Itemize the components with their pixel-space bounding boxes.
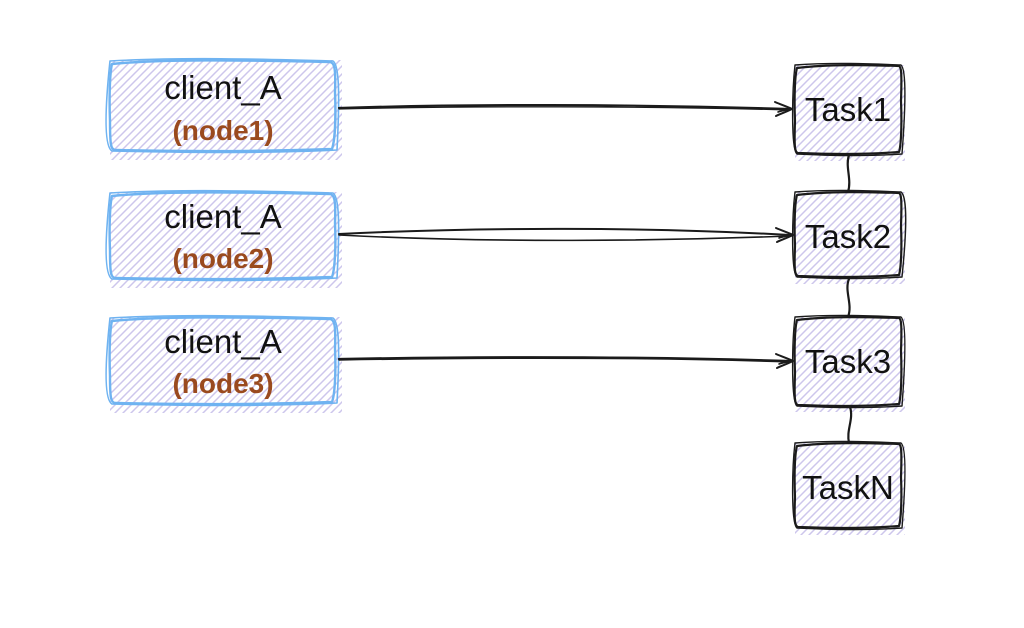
task-box-fill — [795, 65, 905, 161]
arrow-line — [337, 356, 792, 363]
task-box-outline-sketch — [791, 440, 906, 531]
task-box-outline-sketch — [791, 62, 906, 157]
arrowhead — [775, 353, 794, 369]
client-name-label: client_A — [164, 323, 281, 360]
task-box-outline — [793, 316, 903, 408]
client-node-label: (node3) — [172, 368, 273, 399]
client-box-fill — [110, 192, 342, 288]
arrow-line-sketch — [338, 234, 791, 242]
client-box-outline-sketch — [105, 57, 340, 154]
task-box-outline — [793, 64, 903, 156]
task-label: Task1 — [805, 91, 891, 128]
task-connector-2-3 — [846, 277, 851, 319]
client-box-outline — [108, 59, 337, 153]
connector-line — [846, 153, 851, 194]
client-box-outline-sketch — [105, 189, 340, 282]
client-box-node2: client_A (node2) — [105, 189, 342, 288]
task-box-fill — [795, 443, 905, 535]
task-box-3: Task3 — [791, 314, 906, 412]
client-node-label: (node1) — [172, 115, 273, 146]
task-connector-1-2 — [846, 153, 851, 194]
arrow-line-sketch — [338, 357, 791, 363]
task-box-outline-sketch — [791, 314, 906, 409]
client-box-fill — [110, 317, 342, 413]
task-box-fill — [795, 317, 905, 412]
task-label: Task2 — [805, 218, 891, 255]
task-box-1: Task1 — [791, 62, 906, 161]
client-name-label: client_A — [164, 69, 281, 106]
client-box-node3: client_A (node3) — [105, 314, 342, 413]
arrow-node1-task1 — [337, 101, 793, 117]
client-box-outline — [108, 316, 337, 406]
connector-line — [847, 405, 853, 445]
task-box-outline-sketch — [791, 189, 907, 280]
arrow-line-sketch — [338, 106, 790, 111]
task-box-2: Task2 — [791, 189, 907, 284]
arrow-line — [338, 227, 791, 236]
task-box-outline — [793, 191, 903, 279]
task-connector-3-n — [847, 405, 853, 445]
arrowhead-sketch — [777, 108, 792, 113]
client-box-outline — [108, 191, 337, 281]
client-box-outline-sketch — [105, 314, 340, 407]
arrowhead-sketch — [778, 234, 793, 239]
task-label: Task3 — [805, 343, 891, 380]
client-box-fill — [110, 60, 342, 160]
connector-line — [846, 277, 851, 319]
client-name-label: client_A — [164, 198, 281, 235]
task-box-fill — [795, 192, 905, 284]
client-node-label: (node2) — [172, 243, 273, 274]
arrow-line — [337, 104, 791, 111]
arrow-node2-task2 — [338, 227, 794, 243]
task-label: TaskN — [802, 469, 894, 506]
task-box-outline — [793, 442, 903, 530]
arrowhead — [775, 227, 794, 243]
arrow-node3-task3 — [337, 353, 794, 369]
client-box-node1: client_A (node1) — [105, 57, 342, 160]
task-box-n: TaskN — [791, 440, 906, 535]
arrowhead-sketch — [778, 360, 793, 365]
arrowhead — [774, 101, 793, 117]
